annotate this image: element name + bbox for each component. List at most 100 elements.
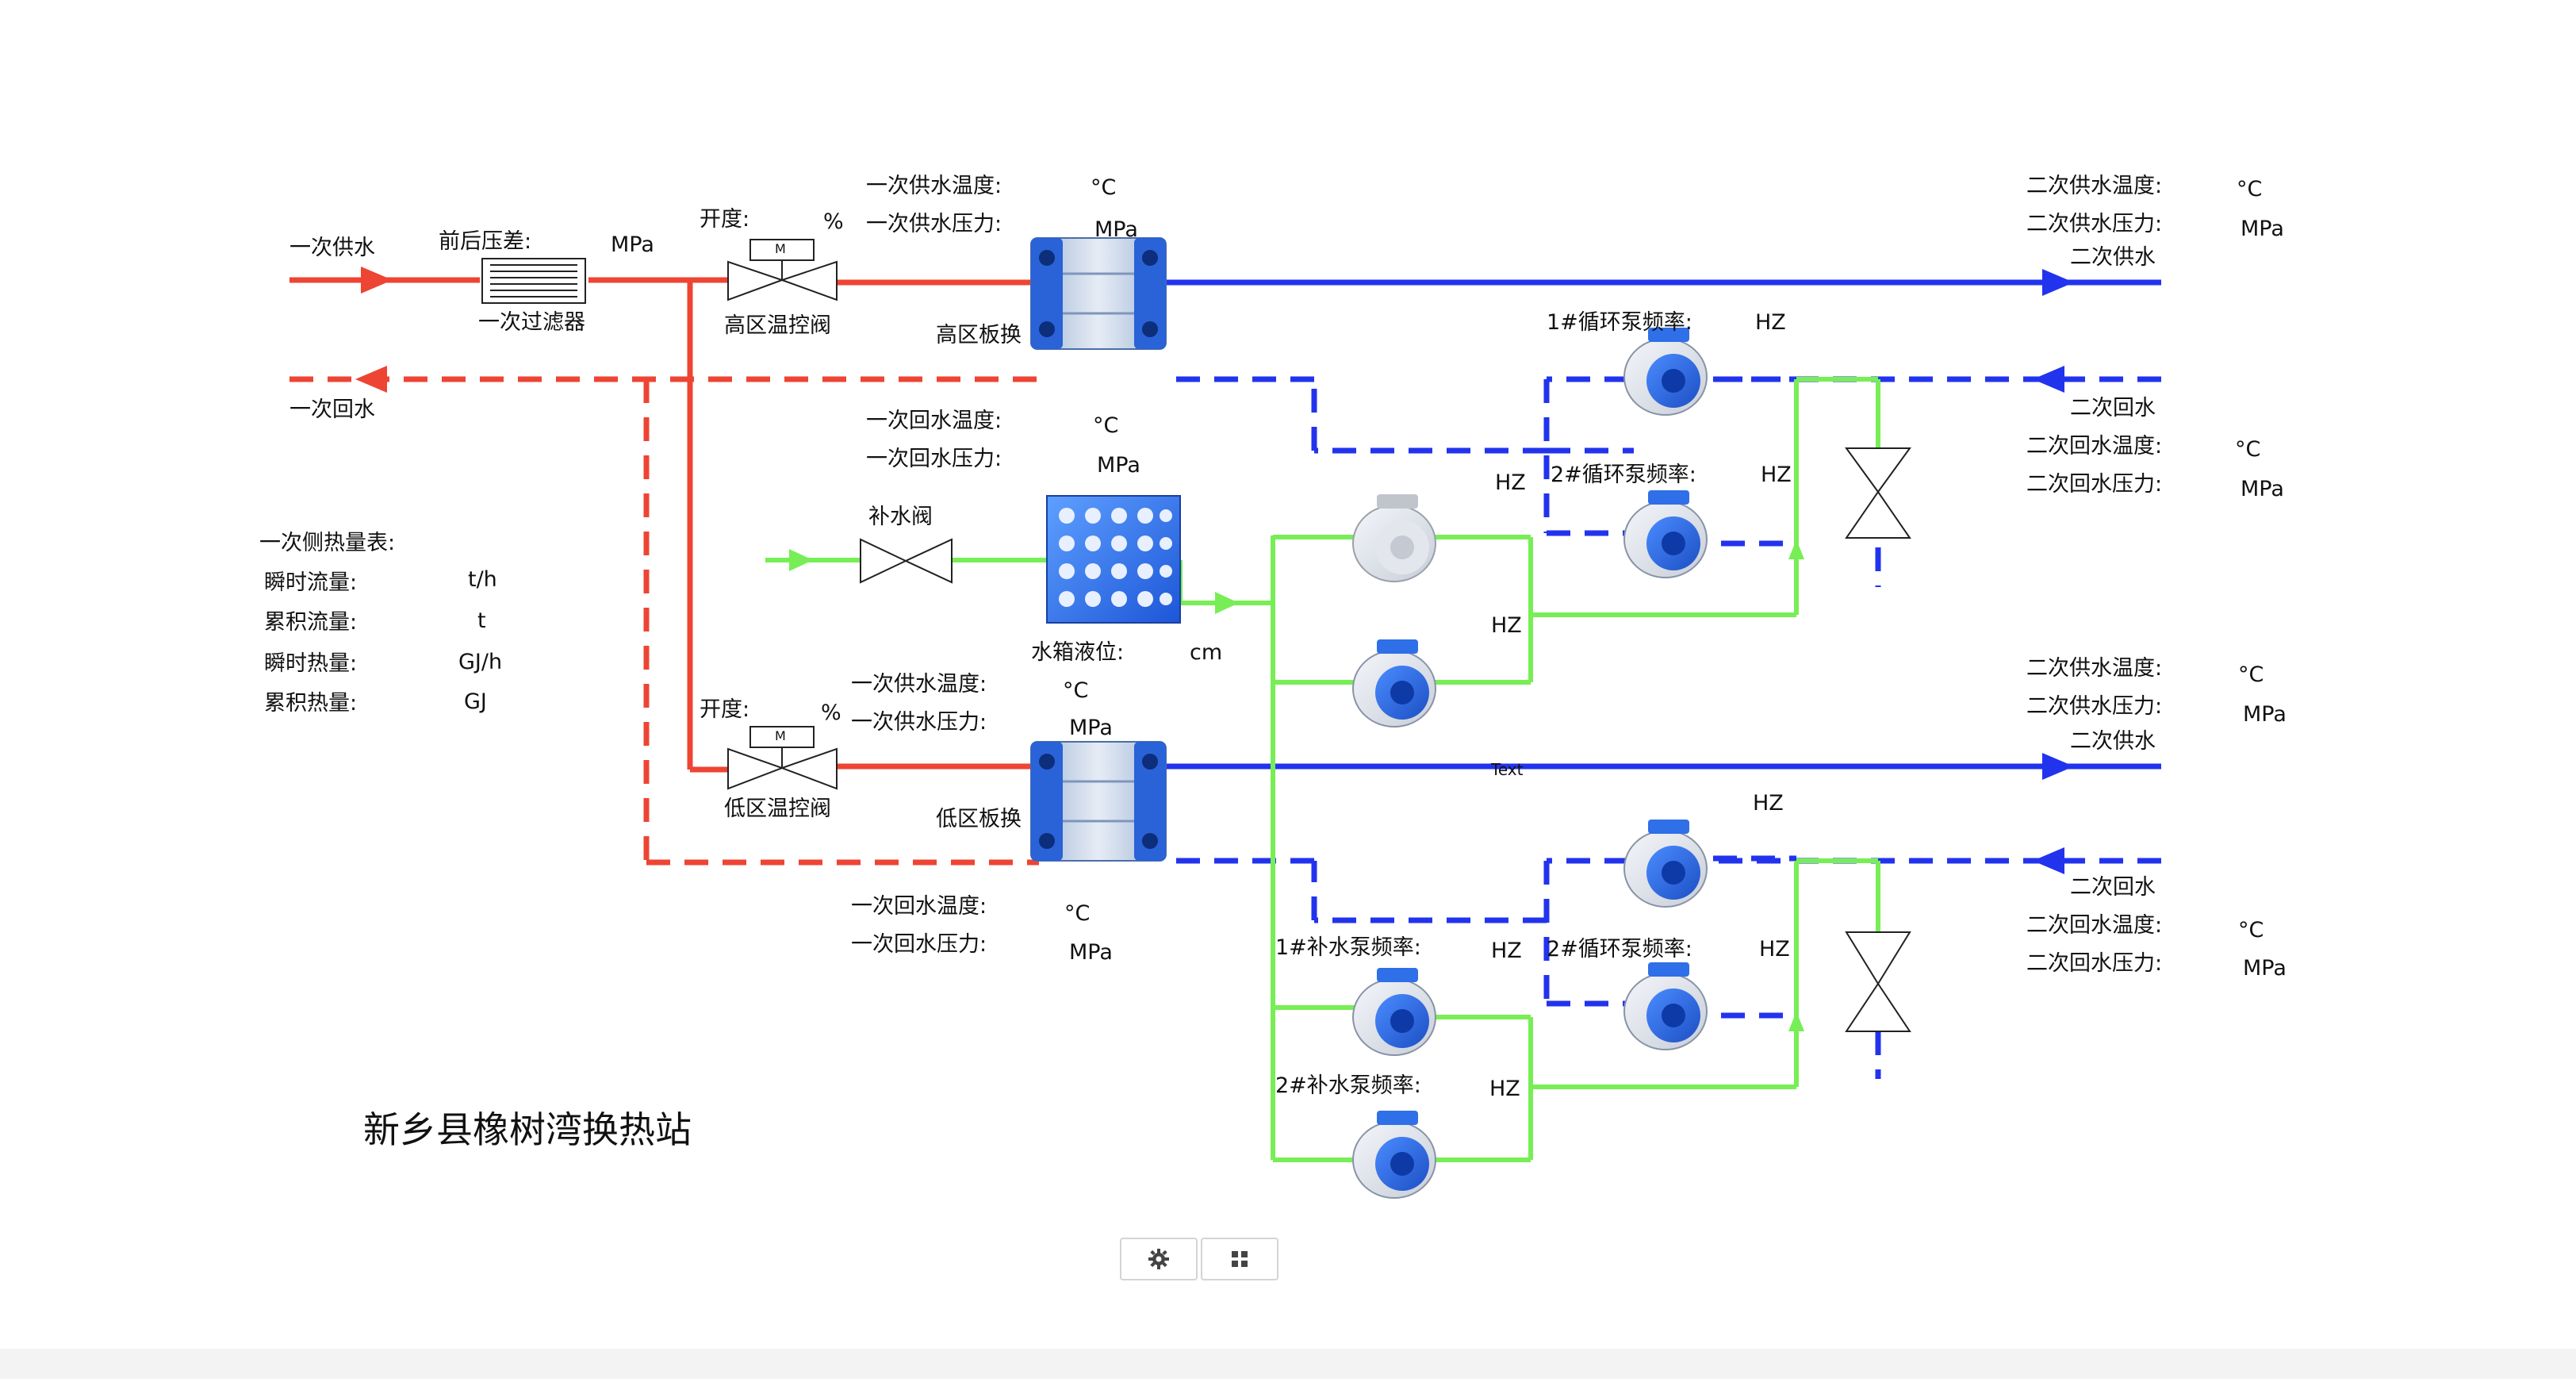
- high-secondary-return-arrow: [2033, 366, 2064, 393]
- low-zone-heat-exchanger-icon[interactable]: [1030, 741, 1167, 862]
- makeup-upper-pump-hz: HZ: [1491, 613, 1522, 638]
- makeup-inlet-arrow: [789, 549, 813, 571]
- low-primary-return-press-label: 一次回水压力:: [851, 932, 987, 957]
- high-primary-return-press-unit: MPa: [1097, 453, 1140, 478]
- gear-icon: [1148, 1249, 1169, 1269]
- makeup-pump2-freq-label: 2#补水泵频率:: [1275, 1073, 1421, 1098]
- grid-button[interactable]: [1201, 1238, 1278, 1280]
- heat-meter-row-label: 累积流量:: [264, 610, 358, 635]
- heat-meter-row-label: 累积热量:: [264, 691, 358, 716]
- low-bypass-valve-icon[interactable]: [1845, 931, 1911, 1032]
- station-title: 新乡县橡树湾换热站: [363, 1108, 692, 1151]
- low-temp-valve-icon[interactable]: [727, 726, 838, 790]
- low-primary-return-temp-label: 一次回水温度:: [851, 894, 987, 919]
- high-valve-name: 高区温控阀: [724, 313, 831, 338]
- heat-meter-title: 一次侧热量表:: [259, 531, 396, 555]
- makeup-pump2-freq-unit: HZ: [1489, 1077, 1520, 1101]
- makeup-water-line: [765, 377, 1880, 1162]
- high-extra-hz: HZ: [1495, 470, 1526, 495]
- heat-meter-row-unit: t: [477, 608, 486, 633]
- high-primary-supply-temp-unit: °C: [1091, 175, 1117, 200]
- low-line-text: Text: [1491, 760, 1524, 779]
- high-pump1-freq-unit: HZ: [1755, 310, 1786, 335]
- high-secondary-return-press-label: 二次回水压力:: [2026, 472, 2163, 497]
- low-makeup-pump-2-icon[interactable]: [1352, 1111, 1436, 1199]
- low-hx-name: 低区板换: [936, 807, 1022, 831]
- low-circ-pump-1-icon[interactable]: [1623, 820, 1708, 908]
- high-makeup-pump-icon[interactable]: [1352, 494, 1436, 582]
- low-secondary-return-temp-label: 二次回水温度:: [2026, 913, 2163, 938]
- heat-meter-row-unit: GJ: [464, 689, 487, 714]
- high-zone-heat-exchanger-icon[interactable]: [1030, 237, 1167, 350]
- low-valve-opening-unit: %: [821, 701, 841, 725]
- high-primary-return-temp-label: 一次回水温度:: [866, 409, 1002, 433]
- filter-dp-unit: MPa: [611, 232, 654, 257]
- low-makeup-pump-1-icon[interactable]: [1352, 968, 1436, 1056]
- low-valve-opening-label: 开度:: [700, 697, 750, 722]
- primary-supply-arrow: [361, 267, 393, 294]
- low-circ-pump-2-icon[interactable]: [1623, 962, 1708, 1050]
- makeup-high-arrow: [1788, 539, 1804, 559]
- high-makeup-pump-2-icon[interactable]: [1352, 639, 1436, 727]
- tank-level-unit: cm: [1190, 640, 1223, 665]
- heat-meter-row-unit: t/h: [468, 567, 497, 592]
- low-primary-supply-press-label: 一次供水压力:: [851, 710, 987, 735]
- low-primary-return-temp-unit: °C: [1064, 901, 1091, 926]
- grid-icon: [1232, 1251, 1248, 1267]
- low-secondary-supply-press-unit: MPa: [2243, 702, 2287, 727]
- low-primary-supply-temp-label: 一次供水温度:: [851, 672, 987, 697]
- low-primary-supply-press-unit: MPa: [1069, 716, 1113, 740]
- water-tank-icon[interactable]: [1046, 495, 1181, 624]
- high-secondary-supply-temp-label: 二次供水温度:: [2026, 174, 2163, 198]
- high-secondary-supply-label: 二次供水: [2070, 245, 2156, 270]
- primary-supply-line: [289, 277, 1039, 773]
- low-valve-name: 低区温控阀: [724, 797, 831, 821]
- makeup-pump1-freq-label: 1#补水泵频率:: [1275, 935, 1421, 960]
- primary-filter-icon[interactable]: [481, 258, 586, 304]
- heat-meter-row-label: 瞬时热量:: [264, 651, 358, 676]
- low-secondary-return-arrow: [2033, 847, 2064, 874]
- low-secondary-supply-temp-unit: °C: [2238, 662, 2264, 687]
- high-bypass-valve-icon[interactable]: [1845, 447, 1911, 539]
- filter-dp-label: 前后压差:: [439, 229, 532, 254]
- high-valve-opening-unit: %: [823, 209, 844, 234]
- high-hx-name: 高区板换: [936, 323, 1022, 347]
- low-pump2-freq-label: 2#循环泵频率:: [1547, 937, 1692, 962]
- high-secondary-return-label: 二次回水: [2070, 396, 2156, 420]
- primary-supply-label: 一次供水: [289, 236, 375, 260]
- high-primary-supply-temp-label: 一次供水温度:: [866, 174, 1002, 198]
- low-valve-motor: M: [775, 728, 786, 743]
- low-primary-return-press-unit: MPa: [1069, 940, 1113, 965]
- high-primary-supply-press-label: 一次供水压力:: [866, 212, 1002, 236]
- high-temp-valve-icon[interactable]: [727, 239, 838, 301]
- high-secondary-return-temp-label: 二次回水温度:: [2026, 434, 2163, 459]
- primary-return-arrow: [355, 366, 387, 393]
- high-primary-return-press-label: 一次回水压力:: [866, 447, 1002, 471]
- primary-return-label: 一次回水: [289, 397, 375, 422]
- settings-button[interactable]: [1120, 1238, 1198, 1280]
- high-primary-return-temp-unit: °C: [1093, 413, 1119, 438]
- heat-meter-row-label: 瞬时流量:: [264, 570, 358, 595]
- low-secondary-return-press-unit: MPa: [2243, 956, 2287, 981]
- high-secondary-supply-press-label: 二次供水压力:: [2026, 212, 2163, 236]
- high-circ-pump-2-icon[interactable]: [1623, 490, 1708, 578]
- high-primary-supply-press-unit: MPa: [1094, 217, 1138, 242]
- primary-return-line: [289, 376, 1039, 866]
- low-pump2-freq-unit: HZ: [1759, 937, 1790, 962]
- makeup-tank-arrow: [1215, 592, 1239, 614]
- low-secondary-return-label: 二次回水: [2070, 875, 2156, 900]
- low-secondary-supply-arrow: [2042, 753, 2074, 780]
- high-secondary-supply-arrow: [2042, 269, 2074, 296]
- low-pump1-freq-unit: HZ: [1753, 791, 1784, 816]
- low-secondary-return-press-label: 二次回水压力:: [2026, 951, 2163, 976]
- makeup-low-arrow: [1788, 1012, 1804, 1031]
- filter-name: 一次过滤器: [478, 310, 585, 335]
- high-secondary-supply-temp-unit: °C: [2237, 177, 2263, 202]
- low-secondary-supply-temp-label: 二次供水温度:: [2026, 656, 2163, 681]
- high-valve-motor: M: [775, 241, 786, 256]
- high-circ-pump-1-icon[interactable]: [1623, 328, 1708, 416]
- makeup-valve-icon[interactable]: [860, 538, 953, 584]
- high-pump2-freq-unit: HZ: [1761, 463, 1792, 487]
